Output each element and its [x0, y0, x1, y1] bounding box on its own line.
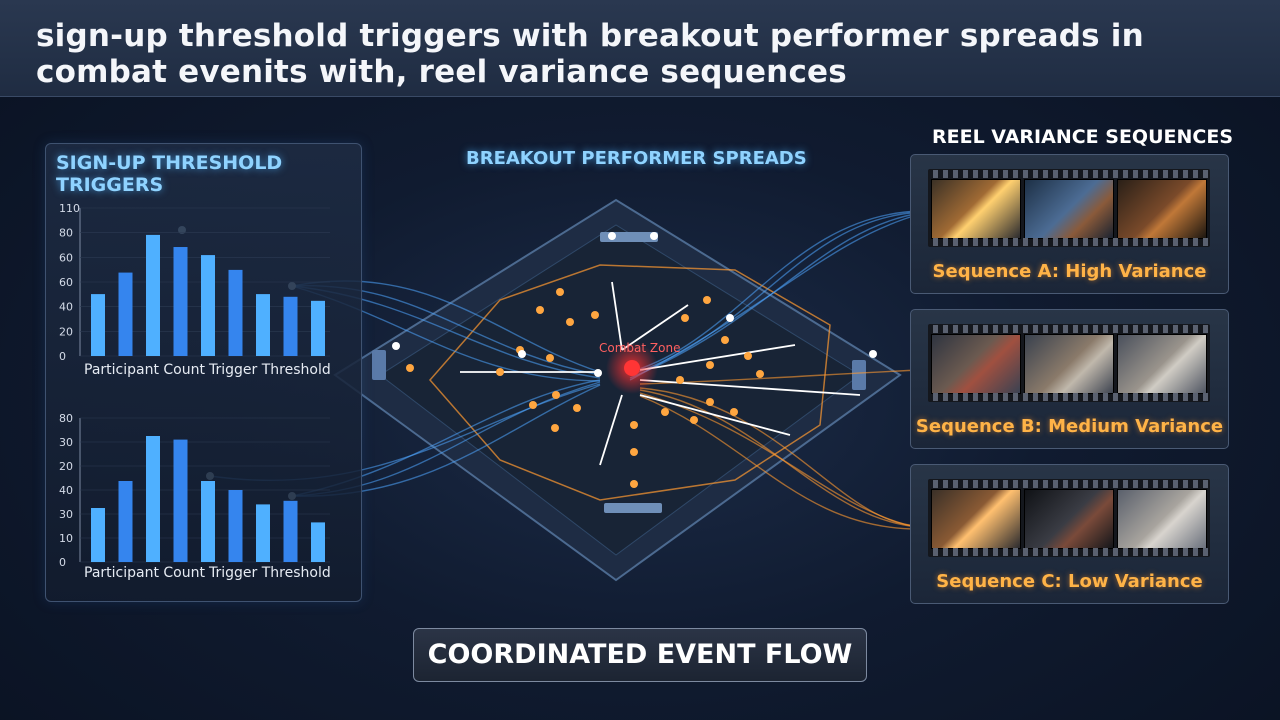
bar [118, 272, 133, 356]
bar [256, 504, 270, 562]
chart2-xlabel-left: Participant Count [84, 565, 205, 581]
reel-frame [1117, 489, 1207, 549]
combat-zone-marker [624, 360, 640, 376]
sequence-b-label: Sequence B: Medium Variance [915, 416, 1224, 437]
y-tick-label: 20 [59, 460, 73, 473]
bar [146, 234, 160, 356]
bar [146, 436, 160, 562]
film-strip-a [928, 169, 1210, 247]
title-bar: sign-up threshold triggers with breakout… [0, 0, 1280, 97]
chart2-xlabel-right: Trigger Threshold [209, 565, 331, 581]
bar [256, 294, 270, 356]
combat-zone-label: Combat Zone [599, 341, 680, 355]
threshold-panel-heading: SIGN-UP THRESHOLD TRIGGERS [56, 152, 283, 196]
bar [228, 490, 243, 562]
breakout-heading: BREAKOUT PERFORMER SPREADS [466, 148, 807, 169]
y-tick-label: 110 [59, 202, 80, 215]
chart1-xlabel-right: Trigger Threshold [209, 362, 331, 378]
y-tick-label: 40 [59, 301, 73, 314]
y-tick-label: 20 [59, 325, 73, 338]
bar [173, 439, 188, 562]
y-tick-label: 80 [59, 412, 73, 425]
bar [91, 508, 105, 562]
bar [311, 300, 325, 356]
sequence-a-label: Sequence A: High Variance [932, 261, 1207, 282]
bar [228, 269, 243, 356]
bar [91, 294, 105, 356]
y-tick-label: 10 [59, 532, 73, 545]
bar [311, 522, 325, 562]
sequence-card-a[interactable]: Sequence A: High Variance [910, 154, 1229, 294]
y-tick-label: 40 [59, 484, 73, 497]
y-tick-label: 0 [59, 556, 66, 568]
film-strip-b [928, 324, 1210, 402]
reel-frame [931, 179, 1021, 239]
reel-frame [1024, 489, 1114, 549]
y-tick-label: 30 [59, 436, 73, 449]
y-tick-label: 80 [59, 227, 73, 240]
chart1-xlabel-left: Participant Count [84, 362, 205, 378]
bar [283, 296, 298, 356]
reel-heading: REEL VARIANCE SEQUENCES [932, 126, 1234, 148]
bar [283, 500, 298, 562]
threshold-chart-2: 80 30 20 40 30 10 0 [59, 412, 330, 568]
reel-frame [1117, 334, 1207, 394]
sequence-card-c[interactable]: Sequence C: Low Variance [910, 464, 1229, 604]
bar [173, 247, 188, 356]
reel-frame [1024, 334, 1114, 394]
threshold-chart-1: 110 80 60 60 40 20 0 [59, 202, 330, 362]
gate-bottom [604, 503, 662, 513]
gate-right [852, 360, 866, 390]
y-tick-label: 60 [59, 251, 73, 264]
sequence-c-label: Sequence C: Low Variance [936, 571, 1203, 592]
coordinated-event-flow-button[interactable]: COORDINATED EVENT FLOW [413, 628, 867, 682]
reel-frame [931, 334, 1021, 394]
film-strip-c [928, 479, 1210, 557]
y-tick-label: 30 [59, 508, 73, 521]
y-tick-label: 60 [59, 276, 73, 289]
reel-frame [1024, 179, 1114, 239]
gate-left [372, 350, 386, 380]
y-tick-label: 0 [59, 350, 66, 362]
bar [118, 481, 133, 562]
bar [201, 255, 215, 356]
page-title: sign-up threshold triggers with breakout… [36, 18, 1144, 90]
reel-frame [1117, 179, 1207, 239]
reel-frame [931, 489, 1021, 549]
bar [201, 481, 215, 562]
sequence-card-b[interactable]: Sequence B: Medium Variance [910, 309, 1229, 449]
